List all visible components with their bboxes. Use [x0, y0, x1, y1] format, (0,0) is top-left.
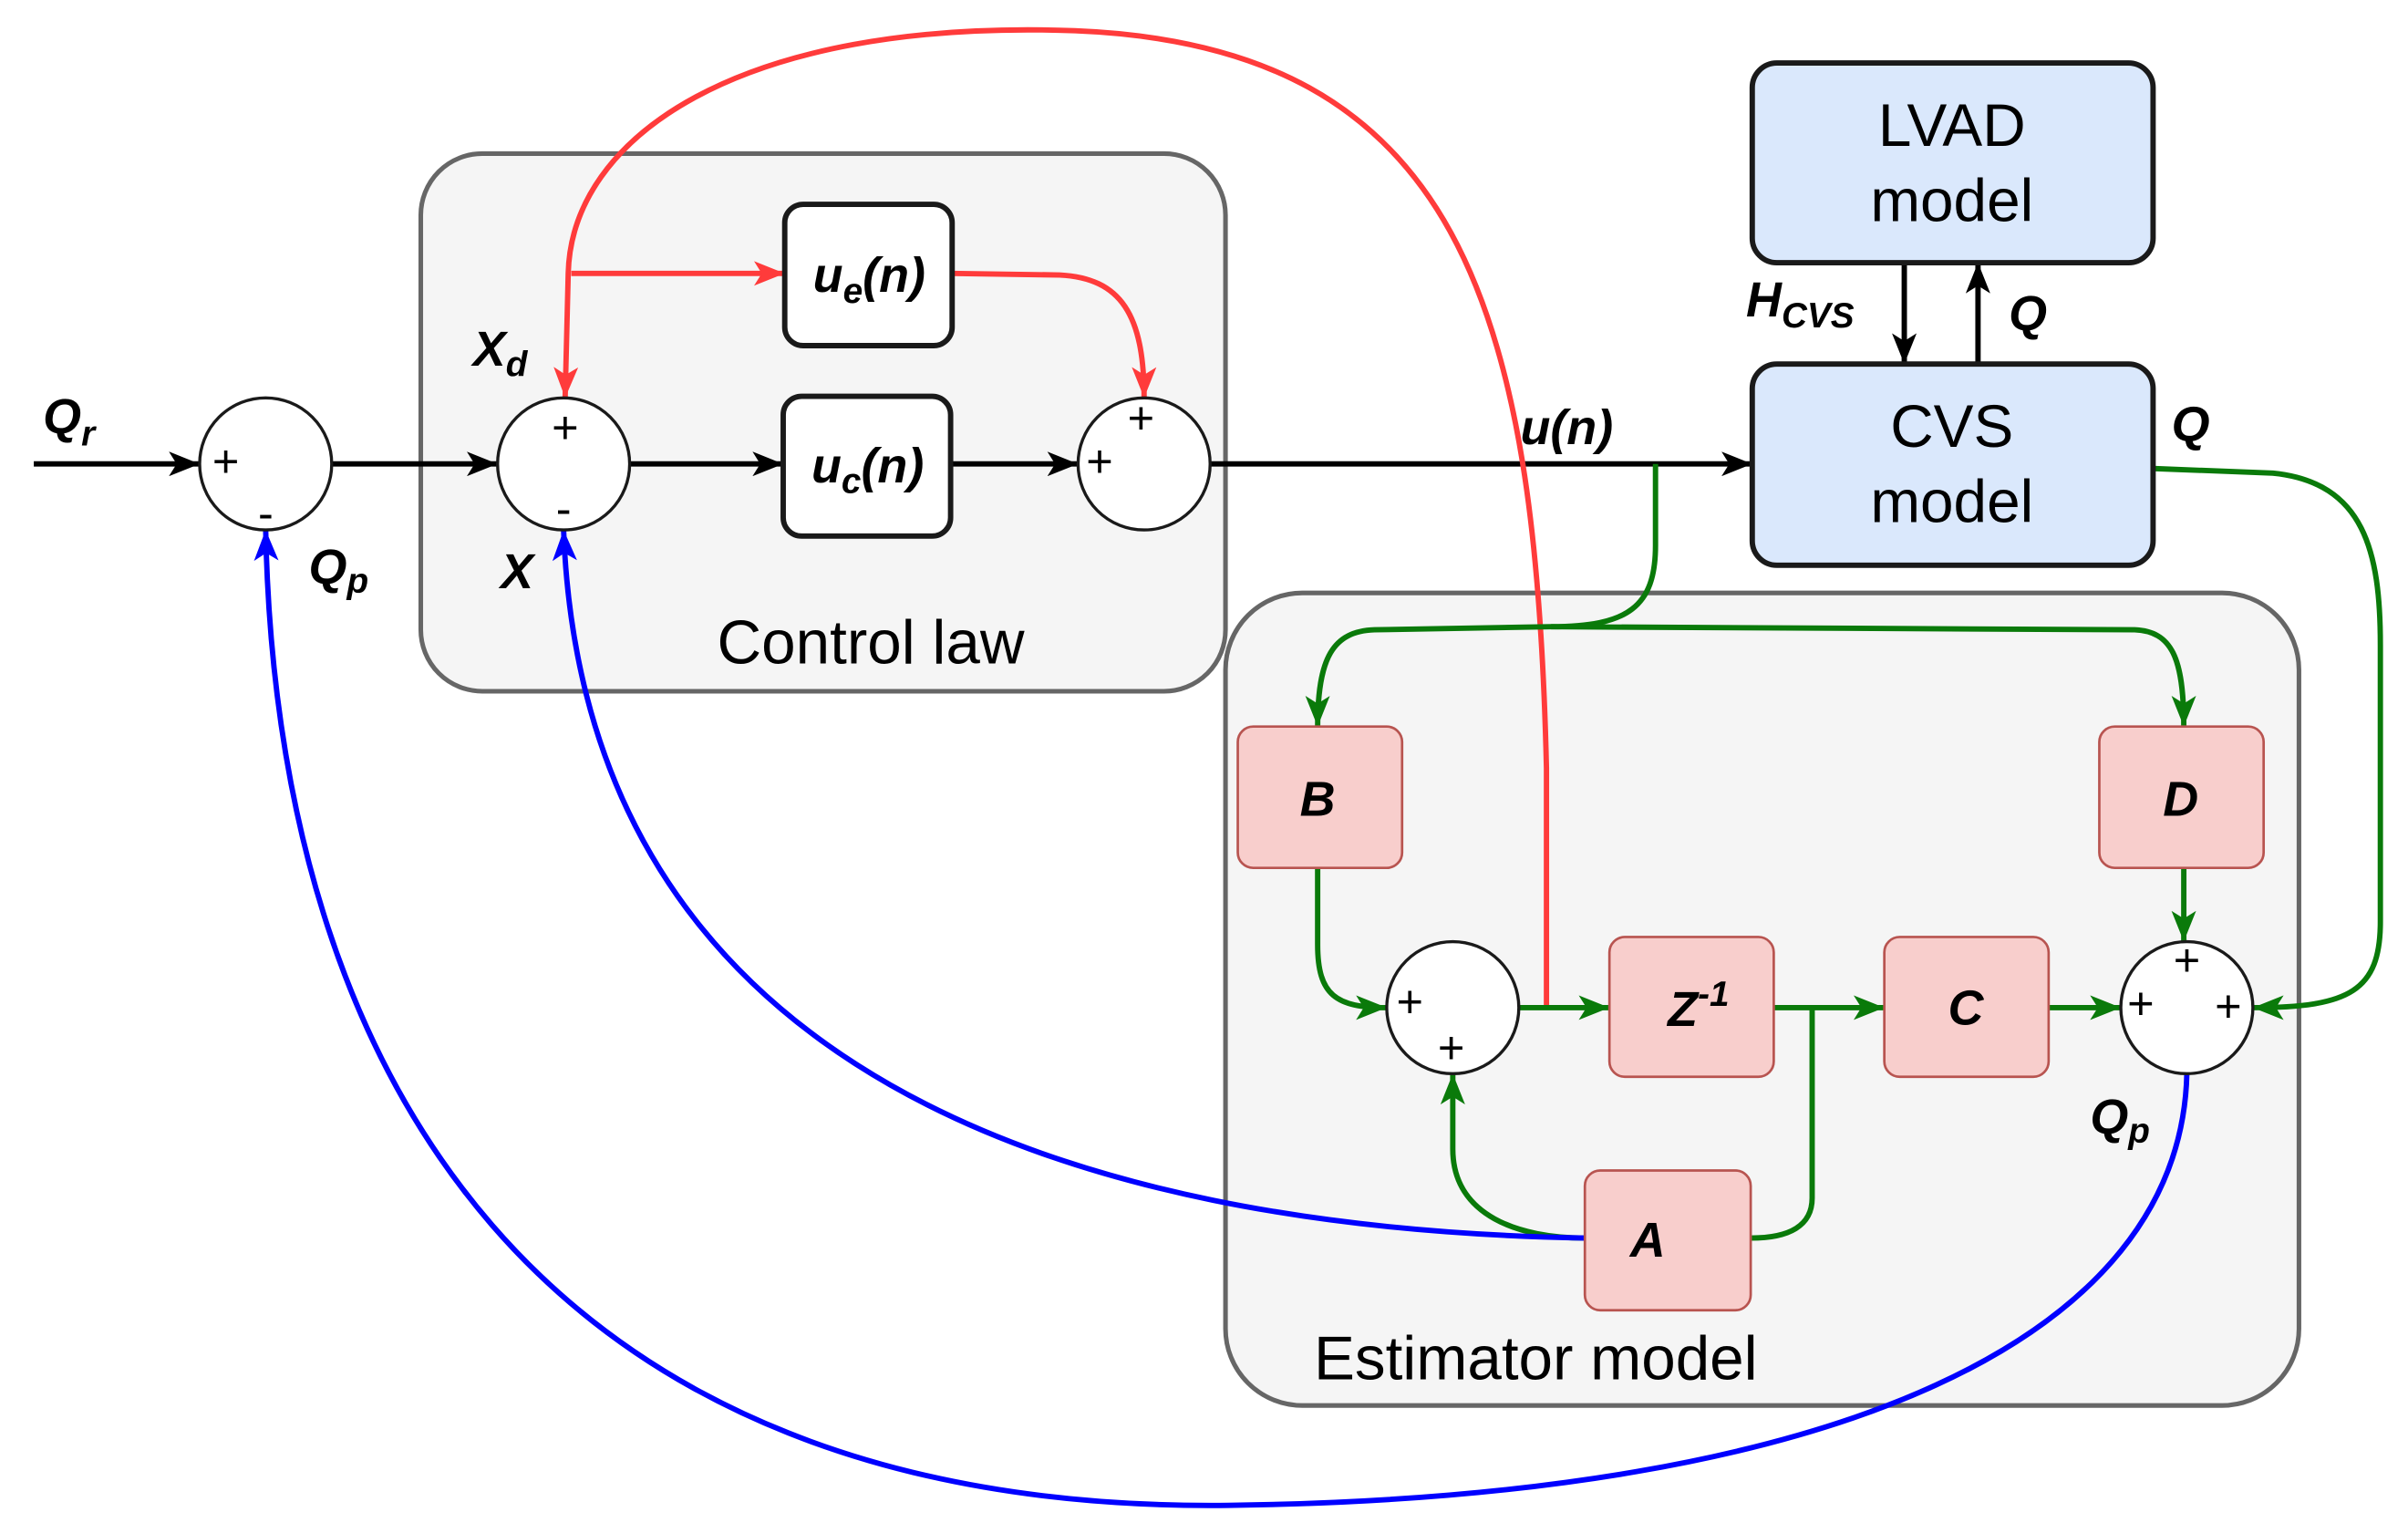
flow-error-sign-plus: +	[212, 435, 240, 487]
control-law-label: Control law	[718, 609, 1025, 678]
a-block	[1583, 1169, 1752, 1312]
state-feedback-wire	[552, 530, 1586, 1241]
state-error-sign-minus: -	[556, 482, 572, 534]
desired-state-wire	[553, 26, 1550, 1008]
d-block	[2098, 725, 2266, 870]
qr-base: Q	[43, 389, 81, 444]
input-to-d-wire	[1551, 624, 2196, 727]
control-sum	[1076, 396, 1212, 532]
uc-suffix: (n)	[861, 439, 924, 493]
uc-block	[780, 393, 954, 539]
ue-suffix: (n)	[863, 248, 925, 303]
h-cvs-base: H	[1746, 273, 1783, 327]
state-update-sum	[1385, 939, 1521, 1076]
qp-estimator-base: Q	[2090, 1090, 2128, 1145]
qp-control-subscript: p	[346, 562, 368, 601]
delay-base: Z	[1666, 982, 1700, 1037]
output-sum	[2119, 939, 2255, 1076]
b-block-label: B	[1300, 772, 1336, 826]
qp-estimator-label: Qp	[2090, 1090, 2150, 1151]
uc-subscript: c	[842, 462, 862, 502]
flow-error-sum	[198, 396, 334, 532]
state-error-sign-plus: +	[552, 401, 579, 453]
output-sum-sign-top: +	[2174, 934, 2201, 986]
measured-flow-wire	[2153, 465, 2383, 1020]
ue-output-wire	[952, 270, 1157, 399]
flow-error-sign-minus: -	[258, 487, 274, 539]
h-cvs-subscript: CVS	[1782, 296, 1855, 336]
cvs-model-label-line2: model	[1870, 469, 2033, 535]
cvs-model-block	[1749, 361, 2156, 568]
uc-block-label: uc(n)	[811, 439, 924, 502]
xd-subscript: d	[506, 346, 529, 385]
d-block-label: D	[2163, 772, 2198, 826]
delay-block	[1607, 936, 1775, 1079]
h-cvs-label: HCVS	[1746, 273, 1855, 336]
qp-control-label: Qp	[309, 540, 369, 601]
control-sum-sign-top: +	[1128, 392, 1155, 444]
qp-estimator-subscript: p	[2127, 1112, 2150, 1151]
xd-base: X	[470, 322, 509, 377]
xd-label: Xd	[470, 322, 529, 385]
state-update-sign-left: +	[1396, 976, 1423, 1028]
estimator-model-label: Estimator model	[1314, 1325, 1758, 1393]
qr-label: Qr	[43, 389, 97, 453]
qp-control-base: Q	[309, 540, 347, 595]
a-block-label: A	[1628, 1213, 1666, 1268]
ue-base: u	[813, 248, 843, 303]
uc-base: u	[811, 439, 842, 493]
output-sum-sign-left: +	[2127, 977, 2155, 1029]
c-block-label: C	[1948, 980, 1984, 1035]
b-output-wire	[1315, 867, 1387, 1020]
qr-subscript: r	[81, 414, 97, 453]
flow-feedback-wire	[253, 530, 2190, 1508]
lvad-model-label-line2: model	[1870, 168, 2033, 234]
state-to-a-wire	[1751, 1007, 1815, 1241]
state-error-sum	[496, 396, 632, 532]
ue-subscript: e	[843, 272, 863, 311]
q-cvs-label: Q	[2172, 397, 2210, 451]
ue-block-label: ue(n)	[813, 248, 925, 311]
lvad-model-label-line1: LVAD	[1878, 92, 2026, 159]
output-sum-sign-right: +	[2215, 980, 2242, 1032]
state-update-sign-bottom: +	[1438, 1021, 1465, 1073]
u-n-label: u(n)	[1520, 400, 1613, 455]
ue-block	[781, 202, 956, 348]
delay-superscript: -1	[1698, 975, 1729, 1014]
q-lvad-label: Q	[2009, 286, 2047, 341]
cvs-model-label-line1: CVS	[1890, 393, 2013, 460]
lvad-model-block	[1749, 60, 2156, 265]
delay-block-label: Z-1	[1666, 975, 1729, 1037]
x-label: X	[498, 544, 536, 599]
c-block	[1883, 936, 2051, 1079]
control-sum-sign-left: +	[1086, 435, 1113, 487]
b-block	[1236, 725, 1404, 870]
